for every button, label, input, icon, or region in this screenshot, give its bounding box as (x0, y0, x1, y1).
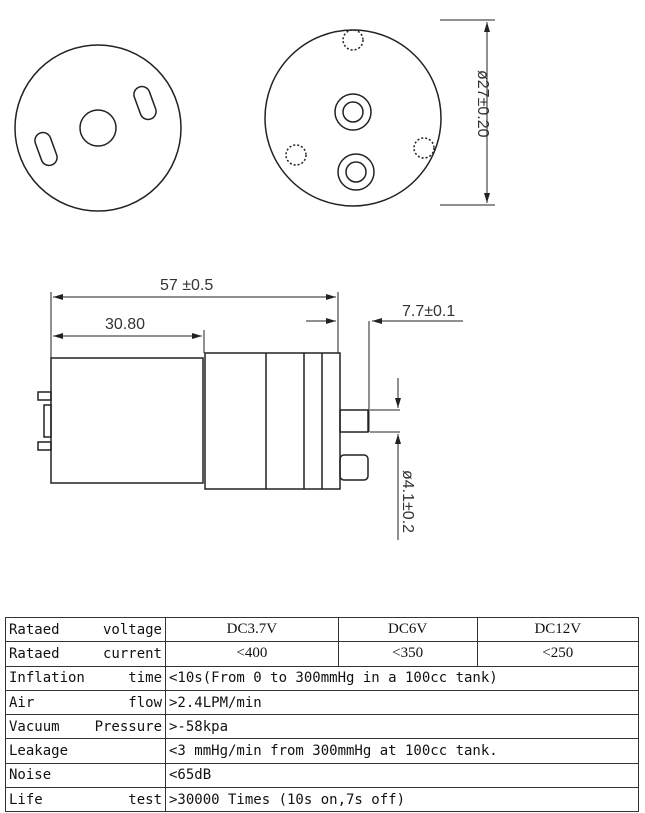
cell: >2.4LPM/min (165, 689, 639, 716)
cell: <400 (165, 641, 339, 667)
pump-technical-drawing: ø27±0.20 57 ±0.5 30.80 7.7±0.1 ø4.1±0.2 (14, 19, 495, 540)
port-offset-label: 7.7±0.1 (402, 303, 455, 320)
row-label: Inflation (9, 670, 85, 687)
row-label: time (128, 670, 162, 687)
table-row: Inflation time <10s(From 0 to 300mmHg in … (5, 665, 639, 691)
diameter-label: ø27±0.20 (474, 70, 491, 138)
spec-table: Rataed voltage DC3.7V DC6V DC12V Rataed cu… (5, 616, 640, 813)
row-label: Air (9, 694, 35, 711)
cell: <65dB (165, 762, 639, 789)
cell: >-58kpa (165, 714, 639, 740)
row-label: Leakage (9, 743, 69, 760)
row-label: current (102, 645, 162, 662)
row-label: Noise (9, 767, 52, 784)
table-row: Air flow >2.4LPM/min (5, 689, 639, 716)
row-label: Pressure (94, 718, 162, 735)
table-row: Rataed current <400 <350 <250 (5, 641, 640, 667)
cell: <3 mmHg/min from 300mmHg at 100cc tank. (165, 738, 639, 764)
pump-side-view (37, 352, 369, 490)
cell: <350 (337, 641, 478, 667)
row-label: Vacuum (9, 718, 60, 735)
row-label: test (128, 791, 162, 808)
cell: DC3.7V (165, 616, 339, 643)
table-row: Noise <65dB (5, 762, 639, 789)
table-row: Leakage <3 mmHg/min from 300mmHg at 100c… (5, 738, 639, 764)
pump-end-view (264, 19, 495, 207)
cell: >30000 Times (10s on,7s off) (165, 787, 639, 813)
table-row: Vacuum Pressure >-58kpa (5, 714, 639, 740)
cell: DC12V (476, 616, 640, 643)
cell: DC6V (337, 616, 478, 643)
row-label: Rataed (9, 621, 60, 638)
row-label: Rataed (9, 645, 60, 662)
row-label: flow (128, 694, 162, 711)
table-row: Rataed voltage DC3.7V DC6V DC12V (5, 616, 640, 643)
motor-end-view (14, 44, 182, 212)
table-row: Life test >30000 Times (10s on,7s off) (5, 787, 639, 813)
port-diameter-label: ø4.1±0.2 (399, 470, 416, 533)
motor-length-label: 30.80 (105, 316, 145, 333)
cell: <10s(From 0 to 300mmHg in a 100cc tank) (165, 665, 639, 691)
dimension-lines (50, 292, 463, 540)
row-label: voltage (102, 621, 162, 638)
cell: <250 (476, 641, 640, 667)
row-label: Life (9, 791, 43, 808)
length-label: 57 ±0.5 (160, 277, 213, 294)
